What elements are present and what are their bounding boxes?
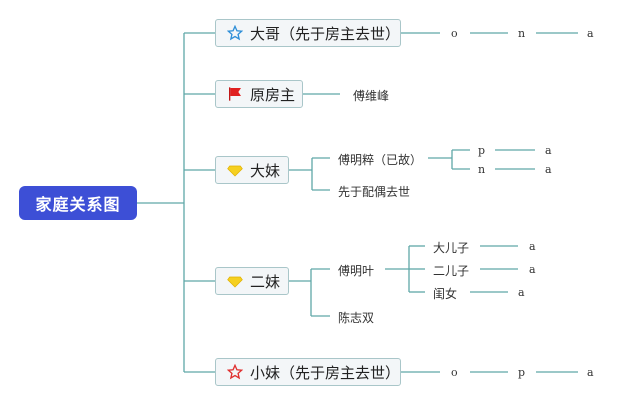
root-label: 家庭关系图 bbox=[35, 195, 121, 214]
node-dage[interactable]: 大哥（先于房主去世） bbox=[215, 19, 401, 47]
leaf-damei-p: p bbox=[478, 144, 486, 157]
red-star-outline-icon bbox=[226, 363, 244, 381]
leaf-xiaomei-1: o bbox=[451, 366, 458, 379]
label-daerzi: 大儿子 bbox=[433, 241, 470, 255]
label-fumingye: 傅明叶 bbox=[338, 264, 375, 278]
leaf-damei-na: a bbox=[545, 163, 552, 176]
node-xiaomei-label: 小妹（先于房主去世） bbox=[250, 363, 401, 382]
node-dage-label: 大哥（先于房主去世） bbox=[250, 24, 401, 43]
label-chenzhishuang: 陈志双 bbox=[338, 311, 375, 325]
leaf-dage-1: o bbox=[451, 27, 458, 40]
leaf-dage-3: a bbox=[587, 27, 594, 40]
leaf-ererzi-a: a bbox=[529, 263, 536, 276]
label-guinv: 闺女 bbox=[433, 287, 458, 301]
leaf-dage-2: n bbox=[518, 27, 526, 40]
node-yuanfangzhu[interactable]: 原房主 bbox=[215, 80, 303, 108]
leaf-damei-n: n bbox=[478, 163, 486, 176]
yellow-diamond-icon bbox=[226, 272, 244, 290]
yellow-diamond-icon bbox=[226, 161, 244, 179]
label-fuweifeng: 傅维峰 bbox=[353, 89, 390, 103]
node-damei-label: 大妹 bbox=[250, 161, 281, 180]
leaf-daerzi-a: a bbox=[529, 240, 536, 253]
node-ermei-label: 二妹 bbox=[250, 272, 281, 291]
leaf-damei-pa: a bbox=[545, 144, 552, 157]
leaf-xiaomei-3: a bbox=[587, 366, 594, 379]
node-yuanfangzhu-label: 原房主 bbox=[250, 85, 296, 104]
blue-star-outline-icon bbox=[226, 24, 244, 42]
label-xianyupeiou: 先于配偶去世 bbox=[338, 185, 411, 199]
leaf-xiaomei-2: p bbox=[518, 366, 526, 379]
root-node[interactable]: 家庭关系图 bbox=[19, 186, 137, 220]
node-ermei[interactable]: 二妹 bbox=[215, 267, 289, 295]
leaf-guinv-a: a bbox=[518, 286, 525, 299]
label-fumingcui: 傅明粹（已故） bbox=[338, 153, 423, 167]
red-flag-icon bbox=[226, 85, 244, 103]
node-damei[interactable]: 大妹 bbox=[215, 156, 289, 184]
node-xiaomei[interactable]: 小妹（先于房主去世） bbox=[215, 358, 401, 386]
label-ererzi: 二儿子 bbox=[433, 264, 470, 278]
